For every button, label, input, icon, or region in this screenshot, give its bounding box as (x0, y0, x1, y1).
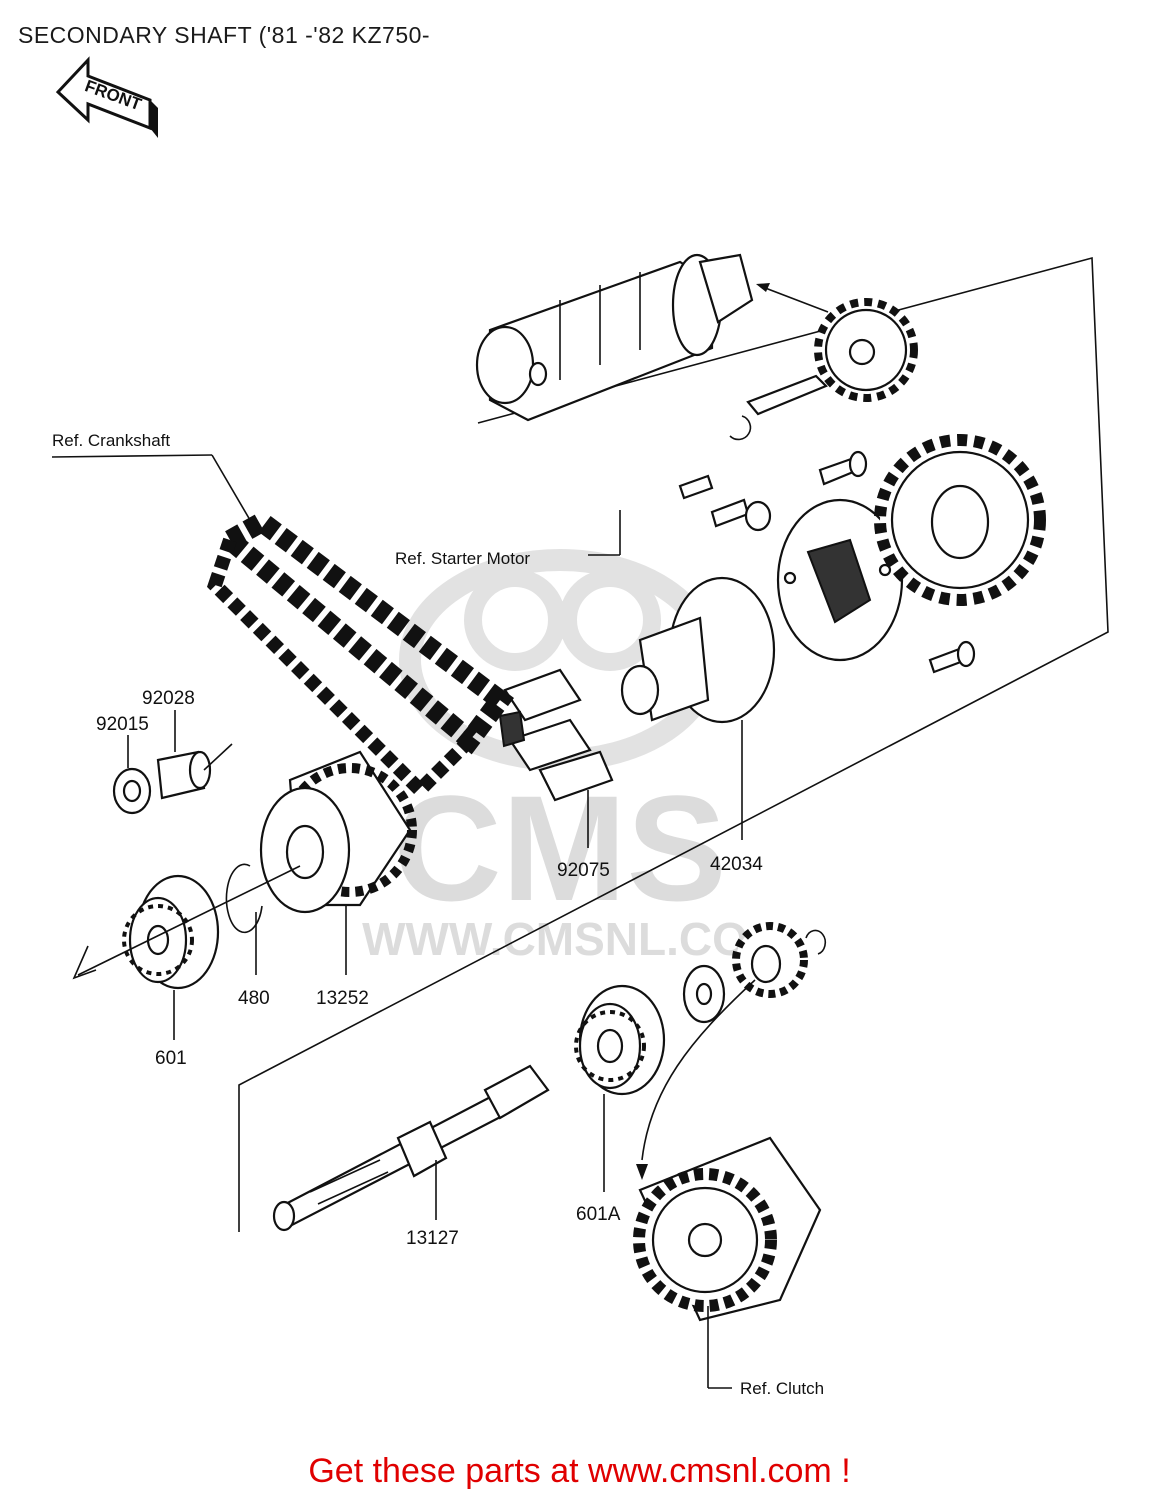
roller (744, 500, 772, 532)
idler-circlip (729, 415, 752, 441)
clutch-housing (633, 1136, 822, 1322)
bolt-upper (818, 450, 868, 486)
idler-arrow-line (759, 285, 829, 313)
collar-axis-line (203, 743, 233, 771)
ref-crankshaft-label: Ref. Crankshaft (52, 431, 170, 450)
thrust-washer-hole (695, 982, 713, 1006)
idler-shaft (746, 374, 828, 416)
primary-chain (206, 510, 515, 800)
part-601a-bearing (574, 984, 666, 1096)
part-13127-secondary-shaft (272, 1064, 550, 1232)
starter-motor (475, 253, 754, 422)
shaft-axis-arrow (72, 945, 97, 980)
part-92075-damper (498, 668, 614, 802)
spring-cap (678, 474, 714, 500)
idler-arrow-head (756, 283, 770, 292)
cmsnl-watermark: CMS WWW.CMSNL.CO (362, 549, 748, 965)
part-92015-nut (112, 767, 152, 815)
label-13252: 13252 (316, 988, 369, 1009)
label-601a: 601A (576, 1204, 621, 1225)
label-92028: 92028 (142, 688, 195, 709)
leader-lines (51, 454, 743, 1389)
label-601: 601 (155, 1048, 187, 1069)
bolt-lower (928, 640, 976, 674)
watermark-url: WWW.CMSNL.CO (362, 913, 748, 965)
starter-clutch (776, 498, 904, 662)
ref-starter-motor-label: Ref. Starter Motor (395, 549, 530, 568)
assembly-frame-line (238, 256, 1109, 1232)
roller-pin (710, 498, 750, 528)
label-92075: 92075 (557, 860, 610, 881)
label-42034: 42034 (710, 854, 763, 875)
gear-circlip (805, 929, 827, 955)
label-480: 480 (238, 988, 270, 1009)
starter-idler-gear (814, 298, 918, 402)
page-title: SECONDARY SHAFT ('81 -'82 KZ750- (18, 22, 431, 48)
part-480-circlip (225, 863, 263, 934)
label-13127: 13127 (406, 1228, 459, 1249)
part-42034-hub (620, 576, 776, 724)
label-92015: 92015 (96, 714, 149, 735)
footer-cta-link[interactable]: Get these parts at www.cmsnl.com ! (308, 1452, 851, 1490)
starter-driven-gear (874, 434, 1046, 606)
shaft-axis-line (77, 865, 301, 976)
front-arrow-icon: FRONT (55, 56, 158, 138)
clutch-arrow-head (636, 1164, 648, 1180)
output-sprocket-gear (732, 922, 808, 998)
clutch-arrow-line (641, 979, 756, 1161)
ref-clutch-label: Ref. Clutch (740, 1379, 824, 1398)
part-92028-collar (156, 750, 212, 800)
part-13252-gear (259, 750, 417, 914)
part-601-bearing (122, 874, 220, 990)
